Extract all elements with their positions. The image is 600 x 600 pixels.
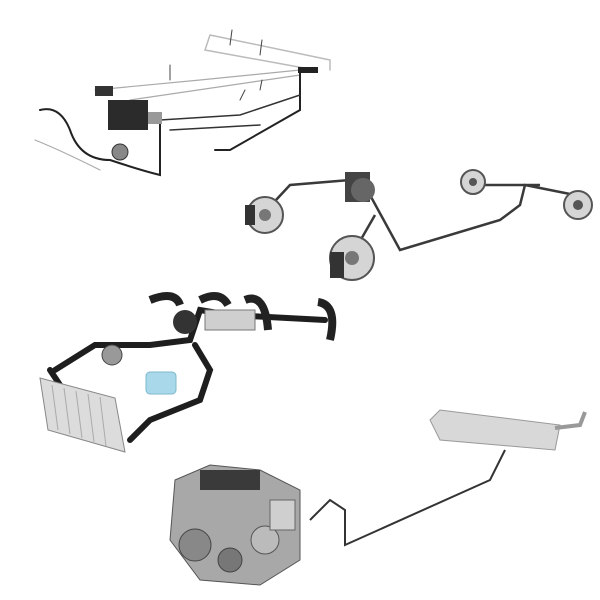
brake-disc-rear-right <box>563 190 593 220</box>
brake-system <box>245 169 593 281</box>
engine <box>169 464 301 586</box>
brake-disc-front-left <box>245 196 284 234</box>
fuse-box <box>108 100 148 130</box>
muffler <box>429 409 587 451</box>
exhaust-system <box>309 409 587 547</box>
thermostat-housing <box>101 310 197 366</box>
wiring-harness <box>34 29 331 177</box>
intercooler <box>204 309 256 331</box>
brake-master-cylinder <box>345 172 375 202</box>
cooling-system <box>39 292 337 453</box>
brake-disc-front-right <box>329 235 375 281</box>
radiator <box>39 377 126 453</box>
coolant-reservoir <box>145 371 177 395</box>
brake-disc-rear-left <box>460 169 486 195</box>
charge-air-pipes <box>148 292 337 341</box>
